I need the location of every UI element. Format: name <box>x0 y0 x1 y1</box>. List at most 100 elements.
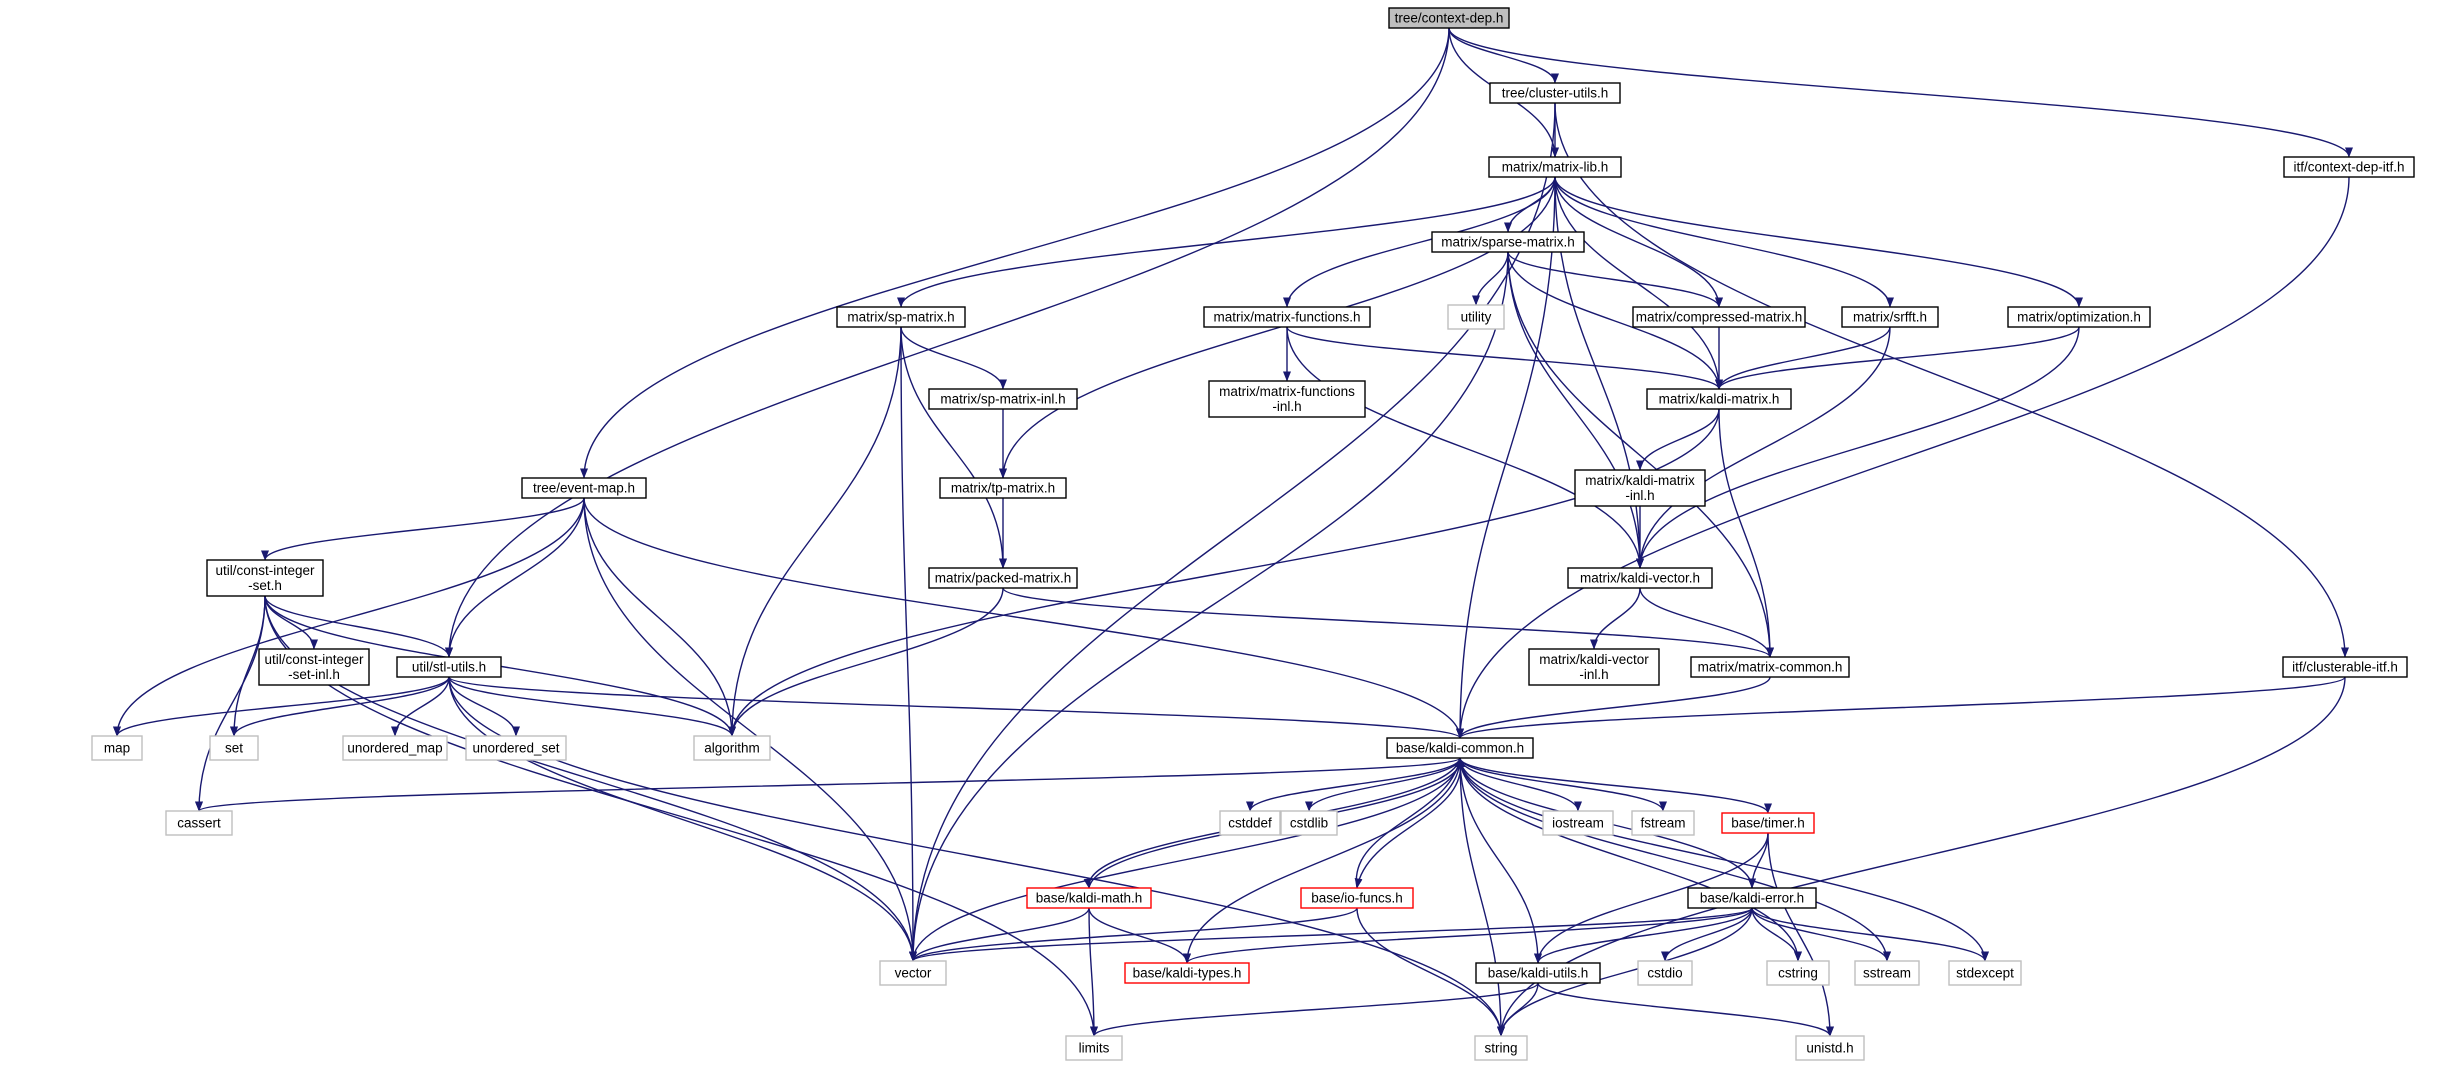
node-kaldi-utils[interactable]: base/kaldi-utils.h <box>1475 962 1601 984</box>
dependency-edge <box>1246 757 1461 812</box>
node-const-integer-set[interactable]: util/const-integer-set.h <box>206 559 324 597</box>
node-box <box>1124 962 1250 984</box>
edge-sparse-matrix-to-kaldi-matrix <box>1507 251 1723 390</box>
node-kaldi-vector[interactable]: matrix/kaldi-vector.h <box>1567 567 1713 589</box>
node-kaldi-common[interactable]: base/kaldi-common.h <box>1386 737 1534 759</box>
node-label: cstring <box>1778 966 1818 981</box>
node-timer[interactable]: base/timer.h <box>1721 812 1815 834</box>
node-io-funcs[interactable]: base/io-funcs.h <box>1300 887 1414 909</box>
node-sparse-matrix[interactable]: matrix/sparse-matrix.h <box>1431 231 1585 253</box>
node-label: matrix/kaldi-vector <box>1539 652 1649 667</box>
edge-kaldi-common-to-string <box>1459 757 1505 1037</box>
edge-kaldi-common-to-cstdlib <box>1305 757 1461 812</box>
edge-stl-utils-to-string <box>448 676 1505 1037</box>
node-context-dep[interactable]: tree/context-dep.h <box>1388 7 1510 29</box>
node-kaldi-matrix[interactable]: matrix/kaldi-matrix.h <box>1646 388 1792 410</box>
node-label: matrix/packed-matrix.h <box>935 571 1072 586</box>
dependency-edge <box>1088 907 1098 1037</box>
dependency-edge <box>1715 326 1891 390</box>
node-kaldi-types[interactable]: base/kaldi-types.h <box>1124 962 1250 984</box>
node-limits: limits <box>1065 1035 1123 1061</box>
node-unordered_map: unordered_map <box>342 735 448 761</box>
dependency-edge <box>728 408 1720 737</box>
node-kaldi-error[interactable]: base/kaldi-error.h <box>1687 887 1817 909</box>
node-box <box>209 735 259 761</box>
node-stl-utils[interactable]: util/stl-utils.h <box>396 656 502 678</box>
node-srfft[interactable]: matrix/srfft.h <box>1841 306 1939 328</box>
node-compressed-matrix[interactable]: matrix/compressed-matrix.h <box>1632 306 1806 328</box>
node-cluster-utils[interactable]: tree/cluster-utils.h <box>1489 82 1621 104</box>
node-label: cstdio <box>1647 966 1682 981</box>
node-box <box>939 477 1067 499</box>
node-box <box>1574 469 1706 507</box>
node-label: matrix/tp-matrix.h <box>951 481 1055 496</box>
node-const-integer-set-inl[interactable]: util/const-integer-set-inl.h <box>258 648 370 686</box>
node-cstdio: cstdio <box>1637 960 1693 986</box>
dependency-edge <box>1456 676 1771 739</box>
node-matrix-lib[interactable]: matrix/matrix-lib.h <box>1488 156 1622 178</box>
node-sp-matrix[interactable]: matrix/sp-matrix.h <box>836 306 966 328</box>
node-kaldi-vector-inl[interactable]: matrix/kaldi-vector-inl.h <box>1528 648 1660 686</box>
edge-kaldi-matrix-to-matrix-common <box>1718 408 1774 658</box>
dependency-edge <box>1459 757 1542 964</box>
node-box <box>1300 887 1414 909</box>
node-box <box>165 810 233 836</box>
dependency-edge <box>448 676 520 737</box>
node-kaldi-matrix-inl[interactable]: matrix/kaldi-matrix-inl.h <box>1574 469 1706 507</box>
node-box <box>521 477 647 499</box>
dependency-edges <box>113 27 2353 1037</box>
node-algorithm: algorithm <box>693 735 771 761</box>
edge-clusterable-itf-to-kaldi-common <box>1456 676 2346 739</box>
edge-kaldi-error-to-kaldi-utils <box>1534 907 1753 964</box>
edge-io-funcs-to-kaldi-common <box>1355 757 1463 889</box>
dependency-edge <box>1286 326 1723 390</box>
dependency-edge <box>1456 176 1556 739</box>
node-matrix-common[interactable]: matrix/matrix-common.h <box>1690 656 1850 678</box>
dependency-edge <box>897 176 1556 308</box>
node-unordered_set: unordered_set <box>465 735 567 761</box>
edge-kaldi-common-to-stdexcept <box>1459 757 1989 962</box>
dependency-edge <box>113 676 450 737</box>
node-matrix-functions-inl[interactable]: matrix/matrix-functions-inl.h <box>1208 380 1366 418</box>
edge-event-map-to-vector <box>583 497 917 962</box>
node-box <box>1026 887 1152 909</box>
edge-const-integer-set-to-const-integer-set-inl <box>264 595 318 650</box>
edge-sp-matrix-to-sp-matrix-inl <box>900 326 1007 390</box>
node-label: base/kaldi-types.h <box>1133 966 1242 981</box>
node-box <box>1637 960 1693 986</box>
dependency-edge <box>445 27 1450 658</box>
node-box <box>928 567 1078 589</box>
node-sp-matrix-inl[interactable]: matrix/sp-matrix-inl.h <box>928 388 1078 410</box>
edge-matrix-common-to-kaldi-common <box>1456 676 1771 739</box>
edge-matrix-lib-to-kaldi-common <box>1456 176 1556 739</box>
node-cstdlib: cstdlib <box>1280 810 1338 836</box>
edge-event-map-to-const-integer-set <box>261 497 585 561</box>
node-tp-matrix[interactable]: matrix/tp-matrix.h <box>939 477 1067 499</box>
dependency-edge <box>1554 176 1723 308</box>
node-label: utility <box>1461 310 1492 325</box>
dependency-edge <box>448 676 917 962</box>
dependency-edge <box>1356 907 1505 1037</box>
header-nodes: tree/context-dep.h tree/cluster-utils.h it… <box>91 7 2415 1061</box>
node-event-map[interactable]: tree/event-map.h <box>521 477 647 499</box>
node-box <box>91 735 143 761</box>
node-label: base/io-funcs.h <box>1311 891 1403 906</box>
node-label: matrix/sp-matrix.h <box>847 310 954 325</box>
node-kaldi-math[interactable]: base/kaldi-math.h <box>1026 887 1152 909</box>
node-box <box>1386 737 1534 759</box>
node-clusterable-itf[interactable]: itf/clusterable-itf.h <box>2282 656 2408 678</box>
dependency-edge <box>909 102 1556 962</box>
node-label: unordered_set <box>472 741 559 756</box>
node-label: base/kaldi-utils.h <box>1488 966 1589 981</box>
dependency-edge <box>909 757 1461 962</box>
node-label: matrix/kaldi-vector.h <box>1580 571 1700 586</box>
node-packed-matrix[interactable]: matrix/packed-matrix.h <box>928 567 1078 589</box>
edge-optimization-to-kaldi-matrix <box>1715 326 2080 390</box>
node-label: matrix/matrix-functions.h <box>1213 310 1360 325</box>
node-matrix-functions[interactable]: matrix/matrix-functions.h <box>1203 306 1371 328</box>
dependency-edge <box>1448 27 1559 84</box>
node-optimization[interactable]: matrix/optimization.h <box>2007 306 2151 328</box>
node-context-dep-itf[interactable]: itf/context-dep-itf.h <box>2283 156 2415 178</box>
edge-kaldi-utils-to-string <box>1497 982 1539 1037</box>
node-box <box>206 559 324 597</box>
